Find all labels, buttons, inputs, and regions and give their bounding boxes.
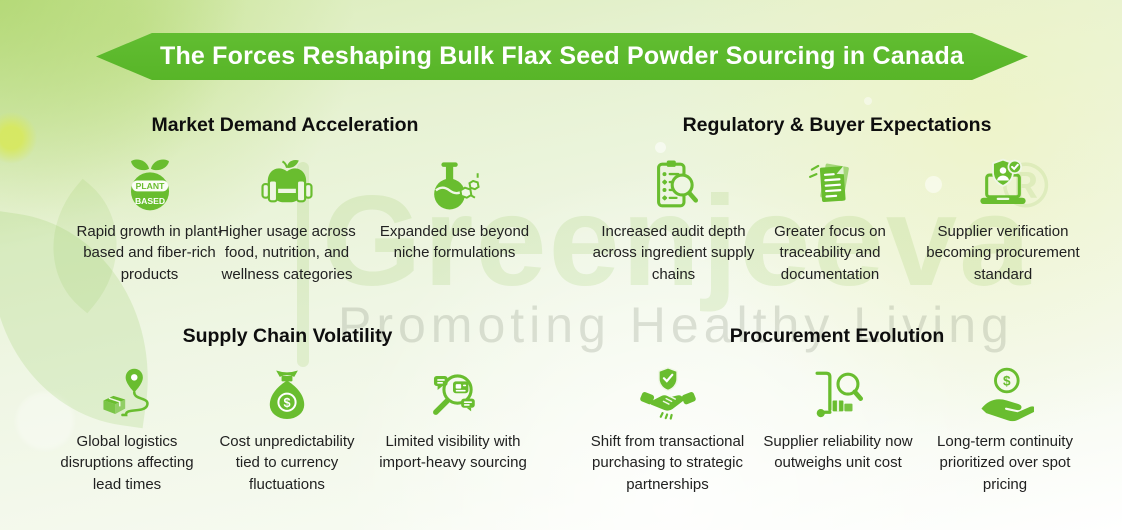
item-caption: Global logistics disruptions affecting l…	[60, 433, 194, 493]
decor-dot	[698, 250, 708, 260]
section-title-regulatory: Regulatory & Buyer Expectations	[682, 114, 992, 136]
laptop-shield-verification-icon	[974, 156, 1032, 214]
section-title-market-demand: Market Demand Acceleration	[151, 114, 419, 136]
decor-dot	[925, 176, 942, 193]
documents-icon	[801, 156, 859, 214]
decor-dot	[864, 97, 872, 105]
list-item: PLANT BASED Rapid growth in plant-based …	[57, 156, 242, 285]
svg-text:BASED: BASED	[134, 196, 164, 206]
item-caption: Long-term continuity prioritized over sp…	[937, 433, 1073, 493]
title-banner: The Forces Reshaping Bulk Flax Seed Powd…	[96, 33, 1028, 80]
decor-dot	[16, 392, 74, 450]
item-caption: Increased audit depth across ingredient …	[592, 223, 755, 283]
svg-text:PLANT: PLANT	[135, 181, 164, 191]
list-item: Shift from transactional purchasing to s…	[575, 366, 760, 495]
svg-text:$: $	[1003, 373, 1011, 388]
list-item: Supplier reliability now outweighs unit …	[748, 366, 928, 474]
hand-coin-icon: $	[976, 366, 1034, 424]
item-caption: Rapid growth in plant-based and fiber-ri…	[76, 223, 223, 283]
handshake-shield-icon	[639, 366, 697, 424]
decor-dot	[655, 142, 666, 153]
item-caption: Higher usage across food, nutrition, and…	[218, 223, 356, 283]
list-item: Limited visibility with import-heavy sou…	[368, 366, 538, 474]
page-title: The Forces Reshaping Bulk Flax Seed Powd…	[159, 42, 965, 70]
magnifier-chat-icon	[424, 366, 482, 424]
list-item: Supplier verification becoming procureme…	[918, 156, 1088, 285]
money-bag-icon: $	[258, 366, 316, 424]
audit-clipboard-magnifier-icon	[645, 156, 703, 214]
item-caption: Expanded use beyond niche formulations	[379, 223, 530, 262]
section-title-supply-chain: Supply Chain Volatility	[182, 325, 393, 347]
item-caption: Limited visibility with import-heavy sou…	[379, 433, 527, 472]
section-title-procurement: Procurement Evolution	[729, 325, 945, 347]
list-item: Greater focus on traceability and docume…	[760, 156, 900, 285]
handtruck-magnifier-icon	[809, 366, 867, 424]
item-caption: Shift from transactional purchasing to s…	[590, 433, 745, 493]
item-caption: Supplier reliability now outweighs unit …	[763, 433, 913, 472]
item-caption: Supplier verification becoming procureme…	[926, 223, 1080, 283]
list-item: $ Long-term continuity prioritized over …	[925, 366, 1085, 495]
list-item: Global logistics disruptions affecting l…	[47, 366, 207, 495]
list-item: Increased audit depth across ingredient …	[581, 156, 766, 285]
item-caption: Greater focus on traceability and docume…	[774, 223, 886, 283]
list-item: Expanded use beyond niche formulations	[372, 156, 537, 264]
item-caption: Cost unpredictability tied to currency f…	[219, 433, 355, 493]
list-item: $ Cost unpredictability tied to currency…	[207, 366, 367, 495]
apple-dumbbell-icon	[258, 156, 316, 214]
svg-text:$: $	[283, 396, 290, 410]
package-route-pin-icon	[98, 366, 156, 424]
list-item: Higher usage across food, nutrition, and…	[207, 156, 367, 285]
flask-molecule-icon	[426, 156, 484, 214]
plant-based-badge-icon: PLANT BASED	[121, 156, 179, 214]
